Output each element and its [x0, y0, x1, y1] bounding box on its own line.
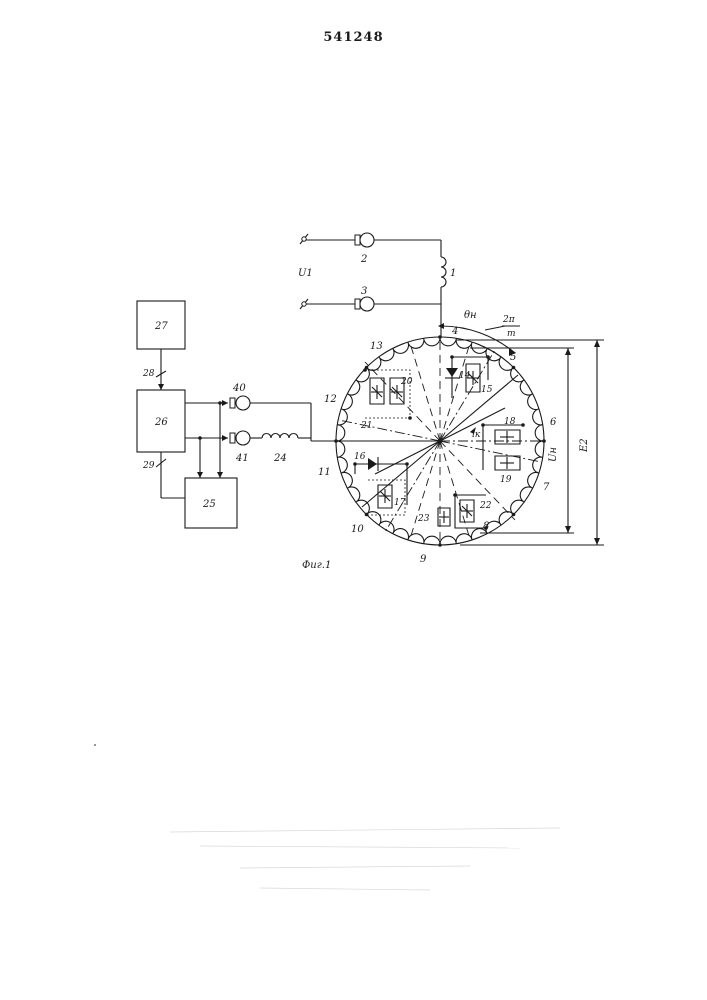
- svg-text:22: 22: [479, 501, 492, 511]
- scan-noise: [94, 744, 560, 890]
- label-u1: U1: [298, 268, 313, 279]
- label-terminal-3: 3: [361, 286, 367, 297]
- svg-text:11: 11: [318, 467, 331, 478]
- winding-tap-node: [365, 513, 369, 517]
- svg-text:7: 7: [543, 482, 550, 493]
- svg-text:2π: 2π: [502, 315, 516, 325]
- svg-text:41: 41: [235, 453, 249, 464]
- svg-text:m: m: [507, 329, 516, 339]
- svg-text:28: 28: [142, 369, 155, 379]
- svg-text:17: 17: [394, 498, 406, 508]
- svg-text:4: 4: [451, 326, 458, 337]
- svg-text:27: 27: [154, 321, 168, 332]
- figure-caption: Фиг.1: [302, 560, 331, 571]
- contactor-3-coil: [360, 297, 374, 311]
- dimension-lines: Uн E2: [456, 340, 604, 545]
- svg-text:8: 8: [483, 521, 489, 532]
- winding-tap-node: [438, 543, 442, 547]
- svg-text:24: 24: [273, 453, 287, 464]
- svg-text:25: 25: [202, 499, 216, 510]
- svg-text:40: 40: [232, 383, 246, 394]
- contactor-40-contact: [230, 398, 235, 408]
- supply-circuit: 2 3 1 U1: [298, 233, 456, 336]
- svg-text:15: 15: [481, 385, 493, 395]
- valve-group-18-19: 18 19: [481, 417, 525, 485]
- label-un: Uн: [548, 447, 559, 462]
- control-blocks: 27 28 26 29 25 40: [137, 301, 440, 528]
- contactor-40-coil: [236, 396, 250, 410]
- contactor-2-contact: [355, 235, 360, 245]
- svg-text:21: 21: [360, 421, 372, 431]
- svg-text:9: 9: [420, 554, 427, 565]
- contactor-41-contact: [230, 433, 235, 443]
- contactor-41-coil: [236, 431, 250, 445]
- center-node: [438, 439, 443, 444]
- svg-text:14: 14: [459, 371, 471, 381]
- svg-text:θн: θн: [464, 310, 477, 321]
- svg-text:16: 16: [354, 452, 366, 462]
- svg-text:29: 29: [142, 461, 155, 471]
- svg-text:19: 19: [500, 475, 512, 485]
- svg-text:12: 12: [324, 394, 337, 405]
- contactor-2-coil: [360, 233, 374, 247]
- label-winding-1: 1: [450, 268, 456, 279]
- winding-tap-node: [512, 366, 516, 370]
- svg-text:26: 26: [154, 417, 168, 428]
- inductor-24: [262, 434, 298, 439]
- winding-tap-node: [438, 335, 442, 339]
- svg-text:6: 6: [550, 417, 557, 428]
- winding-tap-node: [512, 513, 516, 517]
- thyristor-16: [368, 458, 377, 470]
- contactor-3-contact: [355, 299, 360, 309]
- valve-group-14-15: 14 15: [445, 355, 493, 398]
- svg-text:10: 10: [351, 524, 364, 535]
- svg-text:20: 20: [400, 377, 413, 387]
- svg-text:13: 13: [370, 341, 383, 352]
- valve-group-22-23: 22 23: [417, 493, 492, 530]
- svg-text:18: 18: [504, 417, 516, 427]
- label-e2: E2: [579, 438, 590, 453]
- svg-text:23: 23: [417, 514, 430, 524]
- angle-annotations: θн 2π m: [438, 310, 520, 356]
- label-terminal-2: 2: [360, 254, 367, 265]
- winding-1: [441, 257, 446, 287]
- thyristor-14: [446, 368, 458, 377]
